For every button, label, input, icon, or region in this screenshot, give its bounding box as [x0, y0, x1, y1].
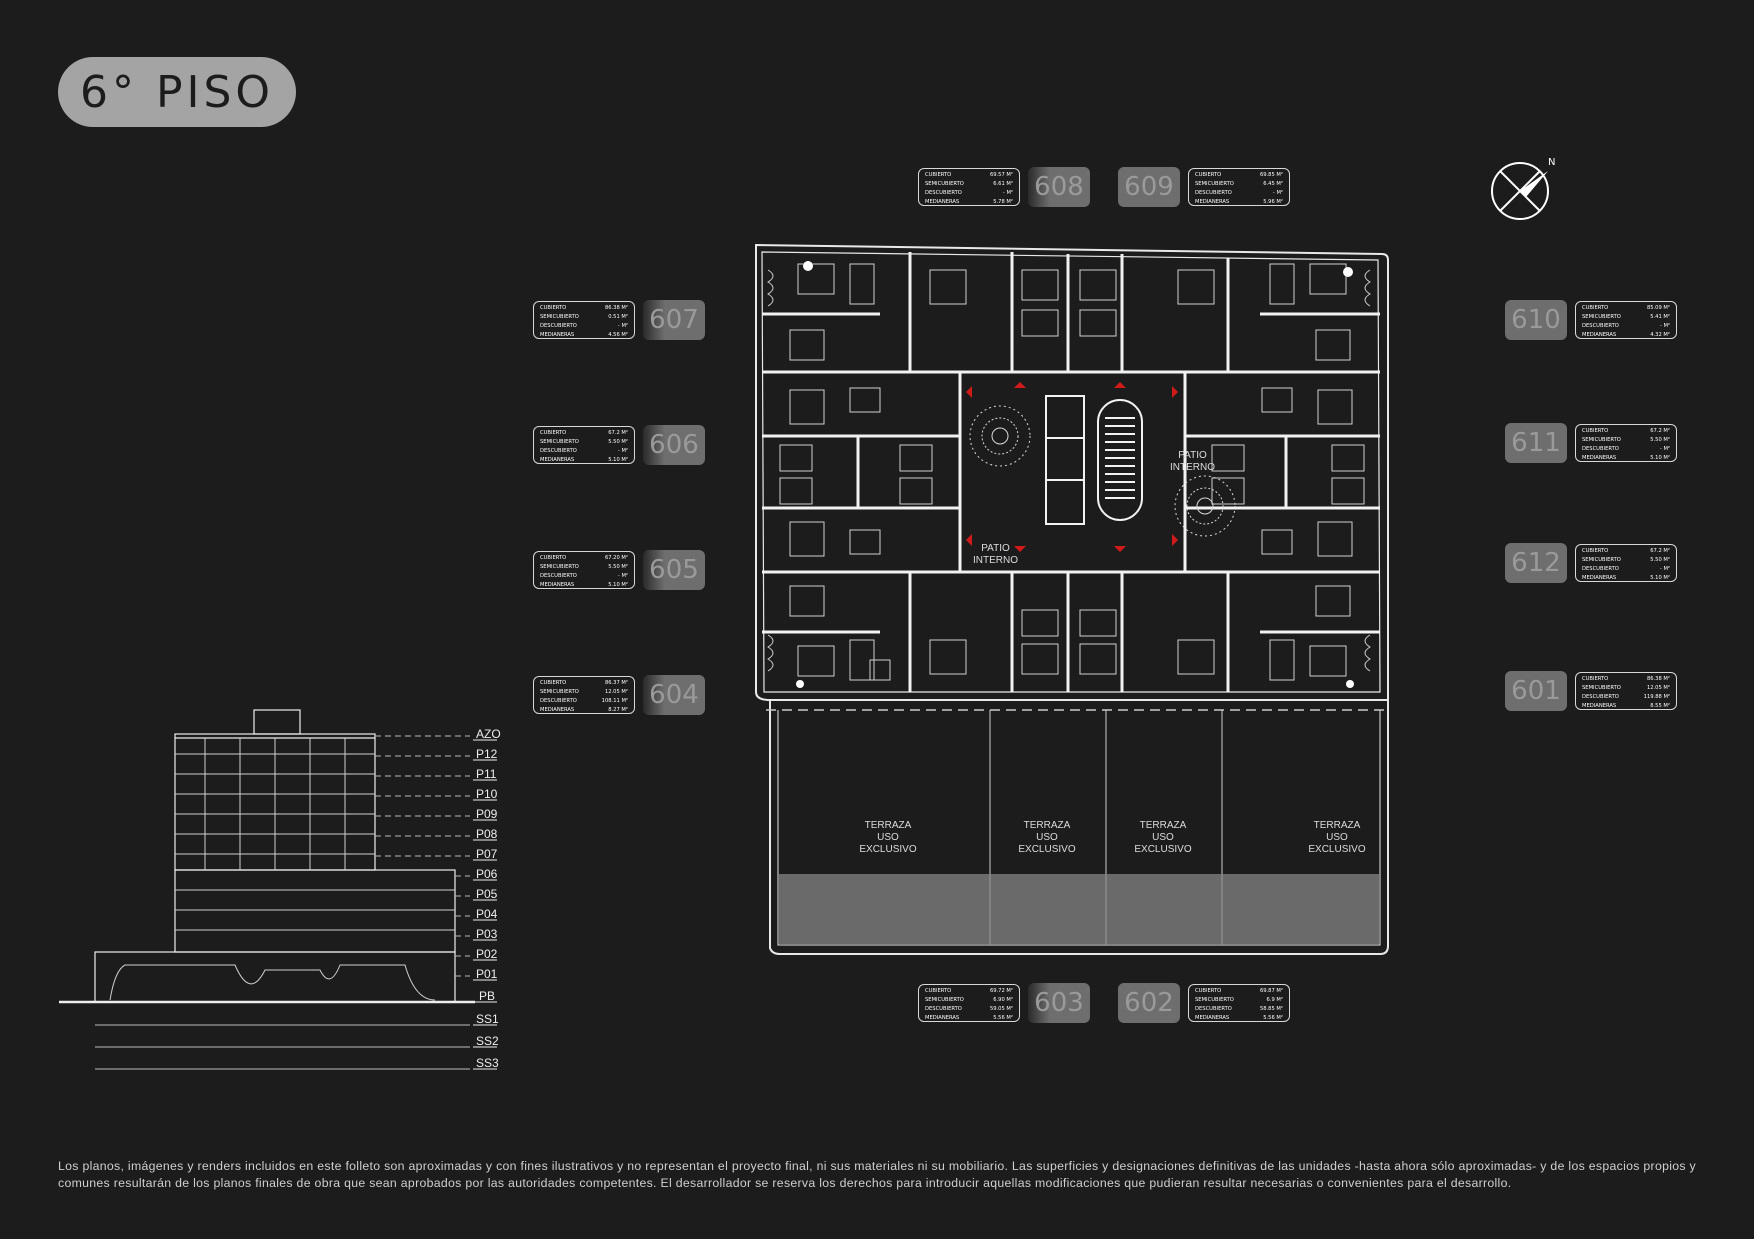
unit-badge-611[interactable]: 611	[1505, 423, 1567, 463]
unit-badge-609[interactable]: 609	[1118, 167, 1180, 207]
unit-badge-608[interactable]: 608	[1028, 167, 1090, 207]
floor-label-ss2[interactable]: SS2	[476, 1034, 499, 1048]
unit-badge-610[interactable]: 610	[1505, 300, 1567, 340]
unit-badge-605[interactable]: 605	[643, 550, 705, 590]
floor-label-p12[interactable]: P12	[476, 747, 498, 761]
unit-badge-603[interactable]: 603	[1028, 983, 1090, 1023]
compass-north-label: N	[1548, 157, 1555, 168]
floor-label-p10[interactable]: P10	[476, 787, 498, 801]
interior-walls	[762, 252, 1380, 692]
entry-markers	[966, 382, 1178, 552]
vertical-core	[1045, 395, 1143, 525]
floor-label-p04[interactable]: P04	[476, 907, 498, 921]
floor-label-p02[interactable]: P02	[476, 947, 498, 961]
unit-badge-612[interactable]: 612	[1505, 543, 1567, 583]
floor-label-p05[interactable]: P05	[476, 887, 498, 901]
floor-title-pill: 6° PISO	[58, 57, 296, 127]
floor-label-underlines	[473, 739, 497, 1070]
floor-plan	[755, 243, 1389, 955]
disclaimer-text: Los planos, imágenes y renders incluidos…	[58, 1159, 1697, 1190]
terrace-grey-band	[779, 874, 1379, 944]
unit-badge-606[interactable]: 606	[643, 425, 705, 465]
floor-label-ss1[interactable]: SS1	[476, 1012, 499, 1026]
unit-badge-602[interactable]: 602	[1118, 983, 1180, 1023]
floor-leaders	[375, 735, 470, 977]
unit-badge-601[interactable]: 601	[1505, 671, 1567, 711]
building-section-elevation	[59, 709, 497, 1070]
floor-label-ss3[interactable]: SS3	[476, 1056, 499, 1070]
floor-label-p01[interactable]: P01	[476, 967, 498, 981]
furniture	[779, 263, 1365, 681]
floor-label-azo[interactable]: AZO	[476, 727, 501, 741]
tree-icon	[969, 405, 1031, 467]
floor-label-p08[interactable]: P08	[476, 827, 498, 841]
unit-badge-604[interactable]: 604	[643, 675, 705, 715]
basement-lines	[95, 1024, 470, 1070]
floor-label-p09[interactable]: P09	[476, 807, 498, 821]
floor-label-p07[interactable]: P07	[476, 847, 498, 861]
floor-label-pb[interactable]: PB	[479, 989, 496, 1003]
tree-icon	[1174, 475, 1236, 537]
terrace-outline	[769, 700, 1389, 955]
unit-badge-607[interactable]: 607	[643, 300, 705, 340]
north-compass-icon: N	[1491, 157, 1555, 220]
floor-label-p03[interactable]: P03	[476, 927, 498, 941]
section-windows	[109, 738, 455, 1001]
floor-label-p06[interactable]: P06	[476, 867, 498, 881]
page-title: 6° PISO	[79, 66, 275, 118]
floor-label-p11[interactable]: P11	[476, 767, 497, 781]
